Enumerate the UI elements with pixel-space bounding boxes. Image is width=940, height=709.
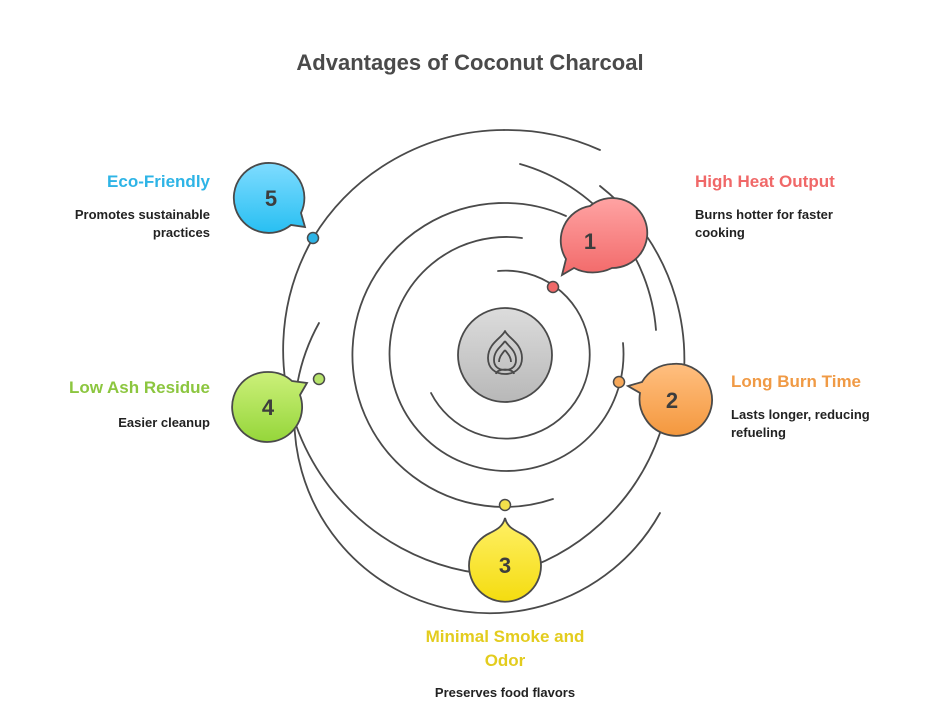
orbit-arc	[351, 202, 567, 508]
bubble-number-4: 4	[262, 395, 275, 420]
connector-dot-1	[546, 280, 560, 294]
item-3-label: Minimal Smoke and Odor	[395, 625, 615, 673]
description-line: Preserves food flavors	[434, 685, 576, 700]
orbit-arc	[503, 129, 601, 151]
orbit-arc	[282, 237, 506, 576]
item-1-description: Burns hotter for faster cooking	[695, 206, 833, 242]
connector-dot-5	[306, 231, 320, 245]
connector-dot-3	[498, 498, 512, 512]
bubble-number-1: 1	[584, 229, 596, 254]
diagram-title: Advantages of Coconut Charcoal	[296, 50, 644, 75]
item-5-label: Eco-Friendly	[107, 172, 210, 191]
description-line: practices	[152, 225, 210, 240]
bubble-number-5: 5	[265, 186, 277, 211]
bubble-5[interactable]: 5	[232, 162, 307, 234]
orbit-arc	[312, 129, 505, 239]
flame-icon	[487, 330, 523, 375]
connector-dot-4	[312, 372, 326, 386]
description-line: Lasts longer, reducing	[731, 407, 870, 422]
item-2-description: Lasts longer, reducing refueling	[731, 406, 870, 442]
bubble-number-3: 3	[499, 553, 511, 578]
item-4-label: Low Ash Residue	[68, 378, 210, 397]
orbit-arc	[388, 236, 625, 472]
item-3-description: Preserves food flavors	[395, 684, 615, 702]
item-2-label: Long Burn Time	[731, 372, 862, 391]
description-line: Easier cleanup	[118, 415, 210, 430]
description-line: Promotes sustainable	[74, 207, 210, 222]
description-line: cooking	[695, 225, 745, 240]
item-1-label: High Heat Output	[695, 172, 835, 191]
description-line: refueling	[731, 425, 786, 440]
bubble-3[interactable]: 3	[468, 517, 542, 603]
bubble-number-2: 2	[666, 388, 678, 413]
description-line: Burns hotter for faster	[695, 207, 833, 222]
bubble-1[interactable]: 1	[559, 197, 649, 277]
connector-dot-2	[612, 375, 626, 389]
label-line: Odor	[484, 651, 526, 670]
item-5-description: Promotes sustainable practices	[20, 206, 210, 242]
bubble-4[interactable]: 4	[231, 371, 309, 443]
center-node	[457, 307, 553, 403]
bubble-2[interactable]: 2	[625, 362, 713, 437]
label-line: Minimal Smoke and	[425, 627, 585, 646]
item-4-description: Easier cleanup	[20, 414, 210, 432]
